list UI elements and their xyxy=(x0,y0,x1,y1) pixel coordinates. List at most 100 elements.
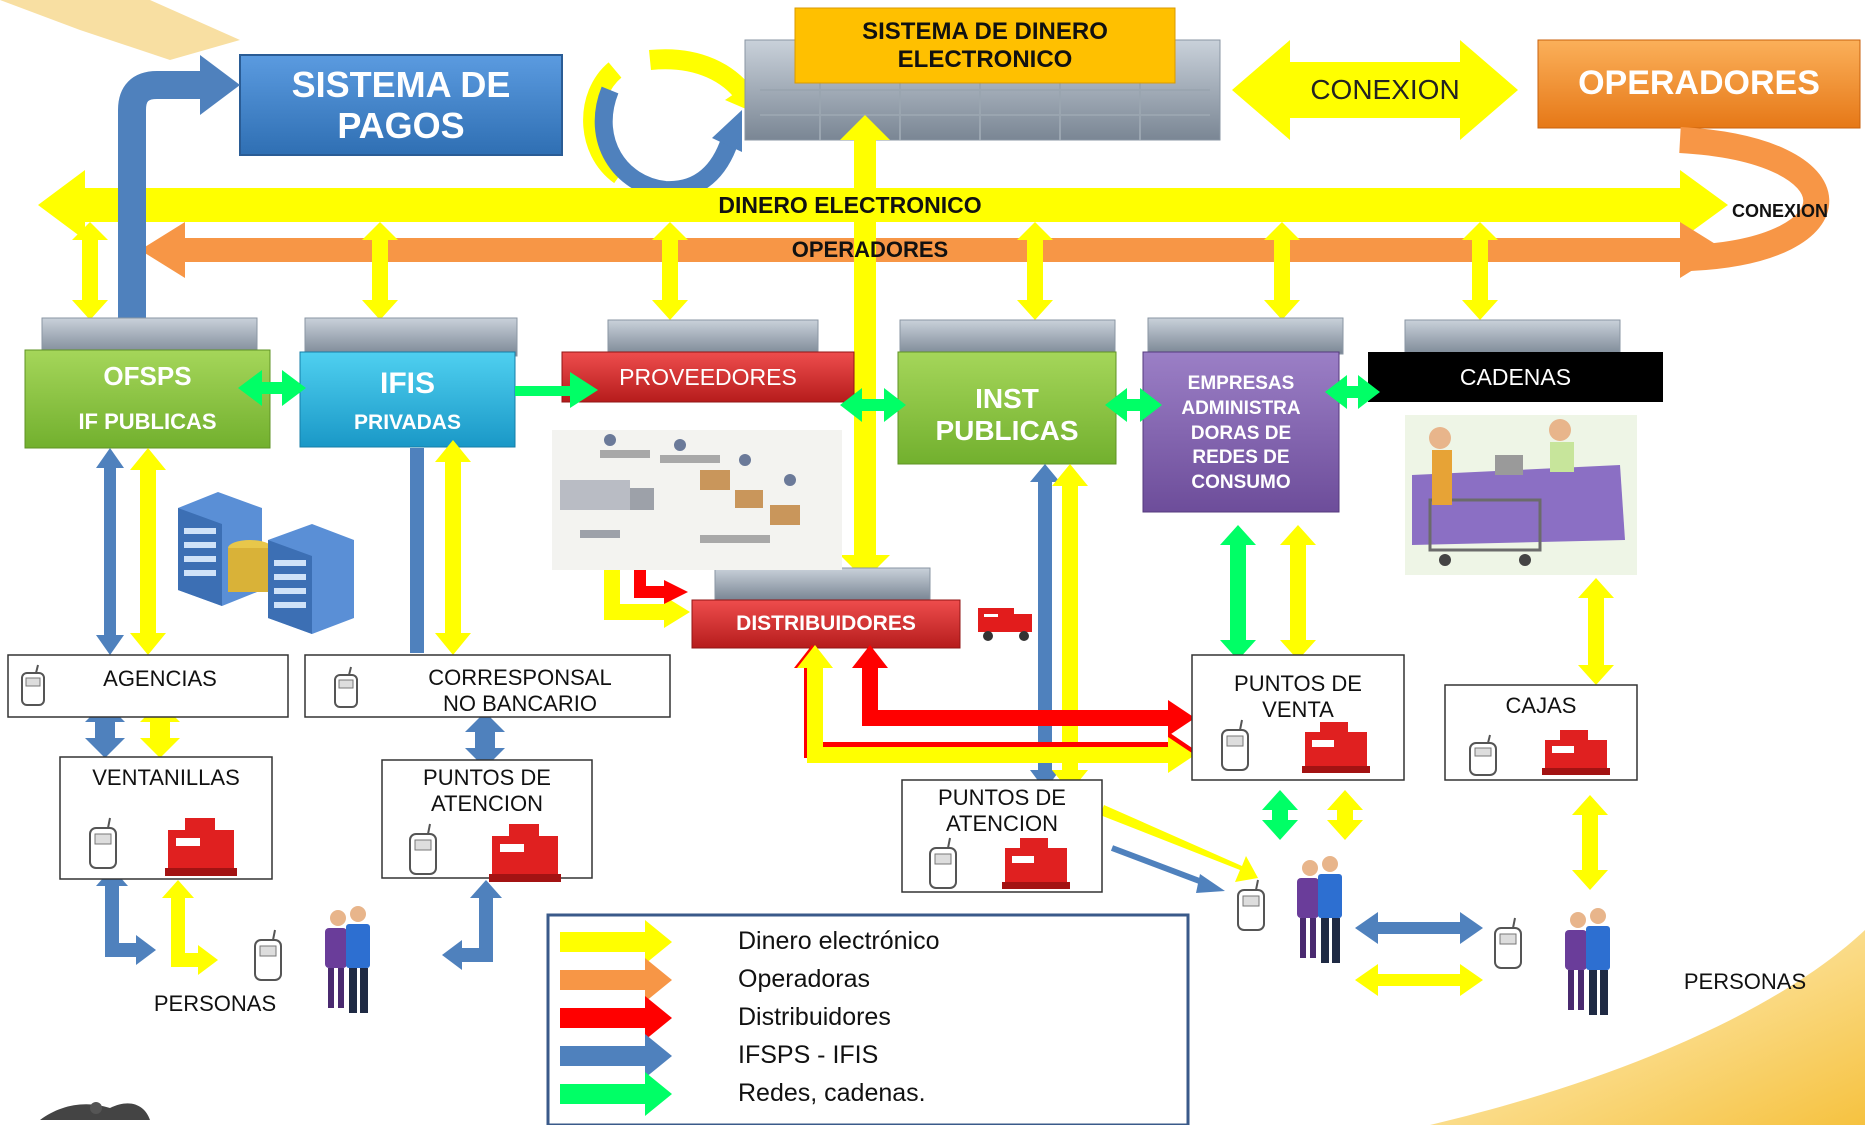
dinero-bus-label: DINERO ELECTRONICO xyxy=(640,188,1060,222)
legend-label-dinero: Dinero electrónico xyxy=(738,927,940,955)
empresas-line1: EMPRESAS xyxy=(1187,373,1295,395)
cadenas-cajas-yellow xyxy=(1578,578,1614,685)
sistema-dinero-label: SISTEMA DE DINERO ELECTRONICO xyxy=(795,8,1175,83)
servers-icon xyxy=(178,492,354,634)
empresas-line2: ADMINISTRA xyxy=(1181,397,1301,419)
corresponsal-puntos-blue xyxy=(465,712,505,768)
central-dist-arrow xyxy=(840,115,890,580)
phone-icon xyxy=(1237,879,1265,931)
people-icon xyxy=(1297,856,1342,963)
cajas-personas-yellow xyxy=(1572,795,1608,890)
personas-yellow-link xyxy=(1355,964,1483,996)
ventanillas-personas-yellow xyxy=(171,895,200,967)
personas-right-label: PERSONAS xyxy=(1683,969,1807,994)
phone-icon xyxy=(929,837,957,889)
dinero-bus-text: DINERO ELECTRONICO xyxy=(718,191,982,218)
phone-icon xyxy=(254,929,282,981)
personas-blue-link xyxy=(1355,912,1483,944)
conexion-small-text: CONEXION xyxy=(1731,200,1828,221)
cycle-yellow-arc-top xyxy=(649,49,753,102)
ventanillas-personas-blue-head xyxy=(136,935,156,965)
ifis-text: IFIS xyxy=(379,366,435,400)
cash-register-icon xyxy=(1302,722,1370,773)
venta-personas-yellow xyxy=(1327,790,1363,840)
dist-venta-red-tail2 xyxy=(852,645,888,668)
conexion-small-label: CONEXION xyxy=(1700,198,1860,224)
dist-venta-yellow-head xyxy=(1168,737,1195,773)
sistema-dinero-line2: ELECTRONICO xyxy=(897,45,1073,73)
empresas-line3: DORAS DE xyxy=(1190,422,1292,444)
phone-icon xyxy=(89,817,117,869)
cadenas-label: CADENAS xyxy=(1368,352,1663,402)
conexion-label: CONEXION xyxy=(1270,62,1500,118)
corresponsal-label-2: NO BANCARIO xyxy=(442,691,598,716)
puntos-personas-blue xyxy=(462,895,493,962)
empresas-line5: CONSUMO xyxy=(1191,472,1291,494)
green-links xyxy=(238,370,1380,422)
sistema-dinero-box xyxy=(794,7,1176,84)
sistema-pagos-label: SISTEMA DE PAGOS xyxy=(240,55,562,155)
atencion-personas-blue xyxy=(1110,845,1212,888)
cajas-label: CAJAS xyxy=(1505,693,1577,718)
empresas-line4: REDES DE xyxy=(1192,447,1290,469)
venta-personas-green xyxy=(1262,790,1298,840)
operadores-box xyxy=(1537,39,1861,129)
puntos-venta-1: PUNTOS DE xyxy=(1234,671,1362,696)
puntos-atencion-left-2: ATENCION xyxy=(430,791,544,816)
corresponsal-label-1: CORRESPONSAL xyxy=(428,665,612,690)
legend-arrow-green xyxy=(560,1072,672,1116)
distribuidores-text: DISTRIBUIDORES xyxy=(736,611,916,635)
operadores-bus xyxy=(140,222,1725,278)
ofsps-label: OFSPS xyxy=(25,355,270,399)
people-icon xyxy=(1565,908,1610,1015)
ofsps-pagos-head xyxy=(200,55,240,115)
legend-arrow-orange xyxy=(560,958,672,1002)
sistema-pagos-box xyxy=(239,54,563,156)
ifis-sub-text: PRIVADAS xyxy=(354,410,461,434)
empresas-label: EMPRESAS ADMINISTRA DORAS DE REDES DE CO… xyxy=(1143,360,1339,508)
ventanillas-personas-yellow-head xyxy=(198,945,218,975)
distribuidores-box xyxy=(691,599,961,649)
phone-icon xyxy=(21,664,45,706)
ventanillas-personas-yellow-tail xyxy=(162,880,194,898)
inst-publicas-label: INST PUBLICAS xyxy=(898,375,1116,455)
ifis-box xyxy=(299,351,516,448)
legend-label-operadoras: Operadoras xyxy=(738,965,871,993)
proveedores-text: PROVEEDORES xyxy=(619,363,797,390)
sistema-pagos-line2: PAGOS xyxy=(337,105,465,146)
legend-arrow-red xyxy=(560,996,672,1040)
cycle-blue-head xyxy=(712,110,742,152)
ofsps-agencias-blue xyxy=(96,448,124,655)
empresas-box xyxy=(1142,351,1340,513)
ofsps-box xyxy=(24,349,271,449)
ofsps-sub-label: IF PUBLICAS xyxy=(25,402,270,442)
cash-register-icon xyxy=(1002,838,1070,889)
phone-icon xyxy=(1494,917,1522,969)
ifis-corresponsal-blue xyxy=(410,448,424,653)
empresas-venta-green xyxy=(1220,525,1256,660)
checkout-illustration xyxy=(1405,415,1637,575)
proveedores-box xyxy=(561,351,855,403)
puntos-atencion-left-1: PUNTOS DE xyxy=(423,765,551,790)
logistics-illustration xyxy=(552,430,842,570)
ofsps-pagos-pipe xyxy=(118,71,205,360)
legend-arrow-yellow xyxy=(560,920,672,964)
conexion-text: CONEXION xyxy=(1310,73,1460,105)
dist-venta-red-head2 xyxy=(1168,700,1195,736)
conexion-arrow xyxy=(1232,40,1518,140)
prov-dist-yellow-head xyxy=(664,596,690,628)
operadores-label: OPERADORES xyxy=(1538,40,1860,128)
empresas-venta-yellow xyxy=(1280,525,1316,660)
operadores-loop xyxy=(1679,127,1830,271)
decor-swoosh xyxy=(1430,930,1865,1125)
eagle-logo xyxy=(40,1102,150,1120)
proveedores-label: PROVEEDORES xyxy=(562,352,854,402)
phone-icon xyxy=(409,823,437,875)
inst-line2: PUBLICAS xyxy=(935,415,1079,446)
bus-drops xyxy=(72,222,1498,320)
dist-venta-red-path xyxy=(862,668,1170,726)
sistema-pagos-line1: SISTEMA DE xyxy=(291,63,511,105)
legend-label-distribuidores: Distribuidores xyxy=(738,1003,891,1031)
puntos-atencion-mid-2: ATENCION xyxy=(945,811,1059,836)
ventanillas-personas-blue xyxy=(105,880,140,957)
